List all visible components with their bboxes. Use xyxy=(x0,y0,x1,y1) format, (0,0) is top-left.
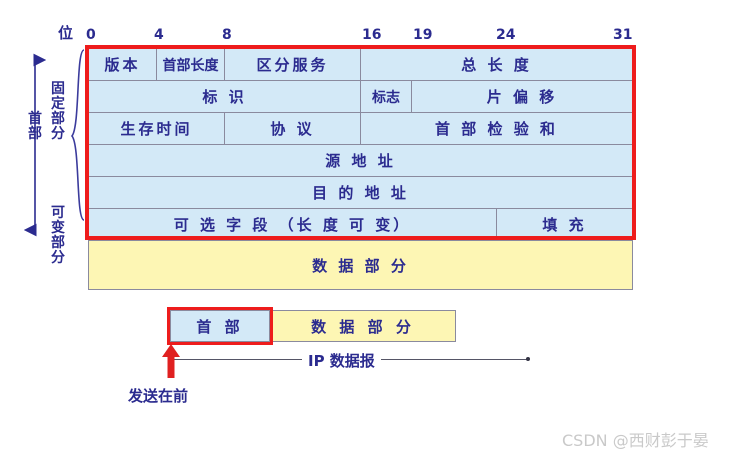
bit-tick-31: 31 xyxy=(613,27,633,43)
bit-tick-19: 19 xyxy=(413,27,433,43)
header-field-cell: 目 的 地 址 xyxy=(88,176,633,209)
fixed-part-brace xyxy=(70,49,85,221)
header-field-cell: 区分服务 xyxy=(224,48,361,81)
header-field-cell: 生存时间 xyxy=(88,112,225,145)
header-field-cell: 标 识 xyxy=(88,80,361,113)
header-field-cell: 源 地 址 xyxy=(88,144,633,177)
side-label-variable-part: 可变部分 xyxy=(51,205,65,266)
bit-tick-8: 8 xyxy=(222,27,232,43)
bit-tick-0: 0 xyxy=(86,27,96,43)
table-row: 标 识标志片 偏 移 xyxy=(88,80,633,113)
send-first-arrow-icon xyxy=(162,344,180,378)
header-field-cell: 标志 xyxy=(360,80,412,113)
datagram-span-label: IP 数据报 xyxy=(302,350,381,371)
header-field-cell: 总 长 度 xyxy=(360,48,633,81)
side-label-header: 首部 xyxy=(28,111,42,142)
table-row: 数 据 部 分 xyxy=(88,240,633,290)
table-row: 生存时间协 议首 部 检 验 和 xyxy=(88,112,633,145)
table-row: 可 选 字 段 （长 度 可 变）填 充 xyxy=(88,208,633,241)
bit-axis-label: 位 xyxy=(58,24,74,42)
datagram-header-segment: 首 部 xyxy=(170,310,270,342)
ip-header-table: 版本首部长度区分服务总 长 度标 识标志片 偏 移生存时间协 议首 部 检 验 … xyxy=(88,48,633,290)
header-field-cell: 填 充 xyxy=(496,208,633,241)
payload-data-cell: 数 据 部 分 xyxy=(88,240,633,290)
header-field-cell: 协 议 xyxy=(224,112,361,145)
datagram-data-segment: 数 据 部 分 xyxy=(270,310,456,342)
span-endpoint-right-dot xyxy=(526,357,530,361)
header-field-cell: 首 部 检 验 和 xyxy=(360,112,633,145)
bit-tick-24: 24 xyxy=(496,27,516,43)
header-field-cell: 首部长度 xyxy=(156,48,225,81)
bit-tick-4: 4 xyxy=(154,27,164,43)
send-first-label: 发送在前 xyxy=(128,387,189,405)
table-row: 版本首部长度区分服务总 长 度 xyxy=(88,48,633,81)
side-label-fixed-part: 固定部分 xyxy=(51,81,65,142)
bit-tick-16: 16 xyxy=(362,27,382,43)
header-field-cell: 片 偏 移 xyxy=(411,80,633,113)
table-row: 目 的 地 址 xyxy=(88,176,633,209)
table-row: 源 地 址 xyxy=(88,144,633,177)
header-field-cell: 版本 xyxy=(88,48,157,81)
header-field-cell: 可 选 字 段 （长 度 可 变） xyxy=(88,208,497,241)
datagram-bar: 首 部 数 据 部 分 xyxy=(170,310,456,342)
header-extent-arrow xyxy=(23,53,47,237)
watermark: CSDN @西财彭于晏 xyxy=(562,431,709,450)
